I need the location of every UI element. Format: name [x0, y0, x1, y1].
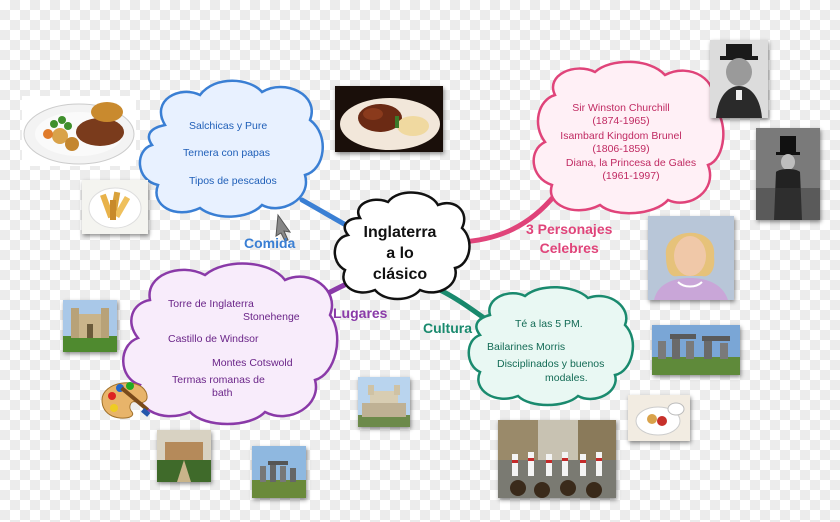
lugares-item: Stonehenge [243, 311, 300, 323]
cultura-item: modales. [545, 372, 588, 384]
cloud-cultura [467, 285, 635, 407]
comida-item: Tipos de pescados [189, 175, 277, 187]
lugares-item: Montes Cotswold [212, 357, 293, 369]
lugares-item: Torre de Inglaterra [168, 298, 254, 310]
cloud-center [333, 191, 471, 301]
cloud-personajes [532, 60, 725, 215]
cloud-comida [138, 79, 324, 218]
personaje-name: Sir Winston Churchill [572, 102, 670, 114]
roast-dinner-photo [22, 96, 136, 166]
meat-dish-photo [335, 86, 443, 152]
brunel-portrait [756, 128, 820, 220]
stonehenge-photo [652, 325, 740, 375]
center-line: a lo [386, 245, 414, 262]
center-topic: Inglaterra a lo clásico [350, 222, 450, 285]
cursor-icon [275, 213, 292, 242]
branch-label-personajes: 3 Personajes Celebres [526, 220, 612, 258]
comida-item: Salchicas y Pure [189, 120, 268, 132]
personaje-dates: (1806-1859) [592, 143, 650, 155]
personaje-name: Isambard Kingdom Brunel [560, 130, 682, 142]
palette-icon [98, 374, 152, 422]
branch-label-line: 3 Personajes [526, 221, 613, 237]
lugares-item: bath [212, 387, 233, 399]
afternoon-tea-photo [628, 395, 690, 441]
branch-label-line: Celebres [539, 240, 599, 256]
cloud-lugares [122, 262, 339, 426]
churchill-portrait [710, 40, 768, 118]
branch-label-cultura: Cultura [423, 320, 472, 336]
comida-item: Ternera con papas [183, 147, 270, 159]
fish-chips-photo [82, 180, 148, 234]
cultura-item: Té a las 5 PM. [515, 318, 583, 330]
personaje-dates: (1961-1997) [602, 170, 660, 182]
tower-of-london-photo [358, 377, 410, 427]
branch-label-comida: Comida [244, 235, 296, 251]
windsor-castle-photo [63, 300, 117, 352]
cultura-item: Bailarines Morris [487, 341, 566, 353]
connector-personajes [457, 192, 558, 245]
diana-portrait [648, 216, 734, 300]
center-line: clásico [372, 266, 428, 283]
branch-label-lugares: Lugares [333, 305, 388, 321]
personaje-dates: (1874-1965) [592, 115, 650, 127]
lugares-item: Termas romanas de [172, 374, 265, 386]
morris-dancers-photo [498, 420, 616, 498]
cotswolds-photo [157, 430, 211, 482]
lugares-item: Castillo de Windsor [168, 333, 259, 345]
personaje-name: Diana, la Princesa de Gales [565, 157, 697, 169]
stonehenge-photo-small [252, 446, 306, 498]
center-line: Inglaterra [363, 224, 437, 241]
cultura-item: Disciplinados y buenos [497, 358, 605, 370]
